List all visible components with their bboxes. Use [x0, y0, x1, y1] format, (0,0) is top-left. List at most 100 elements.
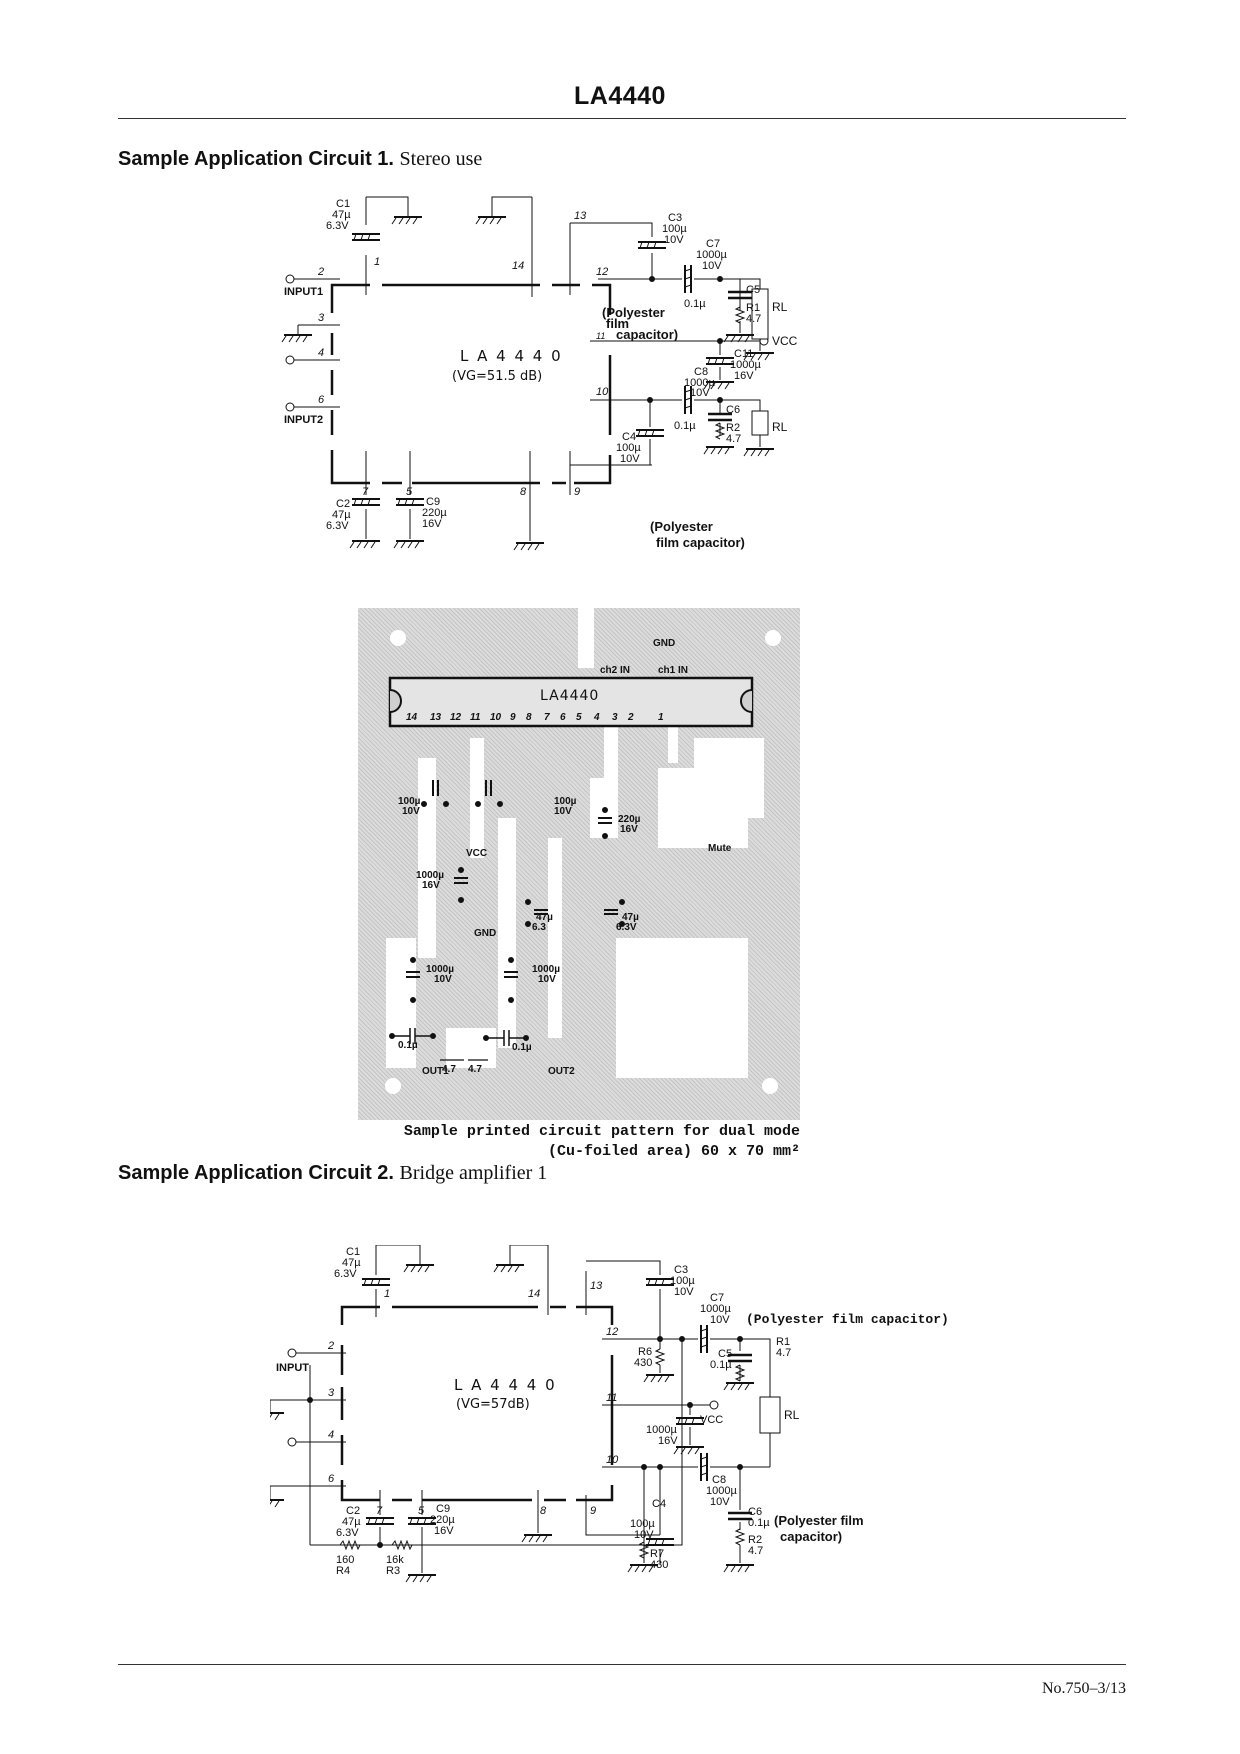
- svg-text:0.1µ: 0.1µ: [748, 1517, 770, 1529]
- svg-text:100µ: 100µ: [398, 796, 421, 807]
- c8-label: C8 1000µ 10V: [684, 366, 715, 399]
- svg-text:11: 11: [606, 1392, 617, 1404]
- vcc-label: VCC: [700, 1414, 723, 1426]
- section2-heading-bold: Sample Application Circuit 2.: [118, 1162, 394, 1184]
- svg-text:9: 9: [510, 712, 516, 723]
- svg-text:0.1µ: 0.1µ: [684, 298, 706, 310]
- svg-text:4.7: 4.7: [726, 433, 741, 445]
- pin-label: 6: [318, 394, 325, 406]
- pin-label: 9: [574, 486, 580, 498]
- footer-rule: [118, 1664, 1126, 1665]
- svg-text:3: 3: [612, 712, 618, 723]
- section1-heading-sub: Stereo use: [399, 148, 483, 170]
- svg-text:capacitor): capacitor): [780, 1529, 842, 1544]
- c3-label: C3 100µ 10V: [670, 1264, 695, 1298]
- svg-text:0.1µ: 0.1µ: [398, 1040, 418, 1051]
- pcb-out2: OUT2: [548, 1066, 575, 1077]
- section2-heading-sub: Bridge amplifier 1: [399, 1162, 548, 1184]
- svg-text:1: 1: [658, 712, 664, 723]
- pin-label: 12: [596, 266, 608, 278]
- svg-text:0.1µ: 0.1µ: [512, 1042, 532, 1053]
- svg-text:2: 2: [627, 712, 634, 723]
- pcb-out1: OUT1: [422, 1066, 449, 1077]
- svg-text:16V: 16V: [434, 1525, 454, 1537]
- r4-label: 160 R4: [336, 1554, 354, 1577]
- svg-text:0.1µ: 0.1µ: [710, 1359, 732, 1371]
- r2-label: R2 4.7: [748, 1534, 763, 1557]
- svg-text:6.3V: 6.3V: [336, 1527, 359, 1539]
- svg-text:220µ: 220µ: [422, 507, 447, 519]
- svg-text:1: 1: [384, 1288, 390, 1300]
- svg-text:C1: C1: [346, 1246, 360, 1258]
- c2-label: C2 47µ 6.3V: [326, 498, 351, 532]
- svg-text:R1: R1: [746, 302, 760, 314]
- svg-text:11: 11: [470, 712, 481, 723]
- svg-text:C8: C8: [694, 366, 708, 378]
- pin-label: 10: [596, 386, 609, 398]
- svg-text:12: 12: [606, 1326, 618, 1338]
- svg-text:10: 10: [490, 712, 502, 723]
- polyester-note-2: (Polyester film capacitor): [650, 519, 745, 550]
- svg-text:100µ: 100µ: [616, 442, 641, 454]
- svg-text:10V: 10V: [674, 1286, 694, 1298]
- svg-text:100µ: 100µ: [630, 1518, 655, 1530]
- r6-label: R6 430: [634, 1346, 652, 1369]
- rl1-label: RL: [772, 300, 788, 314]
- rl2-label: RL: [772, 420, 788, 434]
- svg-text:R3: R3: [386, 1565, 400, 1577]
- pcb-caption-line2: (Cu-foiled area) 60 x 70 mm²: [547, 1143, 800, 1160]
- svg-text:6.3V: 6.3V: [326, 220, 349, 232]
- svg-text:7: 7: [376, 1505, 383, 1517]
- svg-text:16V: 16V: [620, 824, 638, 835]
- svg-text:10V: 10V: [634, 1529, 654, 1541]
- svg-text:16V: 16V: [422, 518, 442, 530]
- c6-label: C6 0.1µ: [674, 404, 740, 432]
- svg-text:6.3: 6.3: [532, 922, 546, 933]
- svg-text:47µ: 47µ: [332, 509, 351, 521]
- svg-text:(Polyester film: (Polyester film: [774, 1513, 864, 1528]
- input2-label: INPUT2: [284, 414, 323, 426]
- pcb-chip-label: LA4440: [540, 688, 599, 704]
- svg-text:16V: 16V: [734, 370, 754, 382]
- pin-label: 3: [318, 312, 325, 324]
- svg-text:16V: 16V: [422, 880, 440, 891]
- pin-label: 1: [374, 256, 380, 268]
- polyester-note-2: (Polyester film capacitor): [774, 1513, 864, 1544]
- svg-text:10: 10: [606, 1454, 619, 1466]
- svg-text:6.3V: 6.3V: [616, 922, 637, 933]
- svg-text:10V: 10V: [538, 974, 556, 985]
- input-label: INPUT: [276, 1362, 309, 1374]
- svg-text:10V: 10V: [554, 806, 572, 817]
- svg-text:12: 12: [450, 712, 462, 723]
- ic-name: L A 4 4 4 0: [454, 1376, 557, 1394]
- svg-text:10V: 10V: [710, 1496, 730, 1508]
- svg-text:4.7: 4.7: [748, 1545, 763, 1557]
- c1-label: C1 47µ 6.3V: [334, 1246, 361, 1280]
- pin-label: 2: [317, 266, 324, 278]
- svg-text:C5: C5: [746, 284, 760, 296]
- c3-label: C3 100µ 10V: [662, 212, 687, 246]
- svg-text:10V: 10V: [664, 234, 684, 246]
- svg-text:430: 430: [634, 1357, 652, 1369]
- svg-text:1000µ: 1000µ: [646, 1424, 677, 1436]
- c4-label: C4 100µ 10V: [630, 1498, 666, 1541]
- svg-text:R1: R1: [776, 1336, 790, 1348]
- svg-text:47µ: 47µ: [342, 1257, 361, 1269]
- pcb-gnd-mid: GND: [474, 928, 496, 939]
- page-number: No.750–3/13: [1042, 1680, 1126, 1697]
- svg-text:47µ: 47µ: [342, 1516, 361, 1528]
- svg-text:100µ: 100µ: [670, 1275, 695, 1287]
- svg-text:(Polyester: (Polyester: [602, 305, 665, 320]
- c2-label: C2 47µ 6.3V: [336, 1505, 361, 1539]
- svg-text:14: 14: [406, 712, 418, 723]
- svg-text:47µ: 47µ: [622, 912, 639, 923]
- rl-label: RL: [784, 1408, 800, 1422]
- svg-text:5: 5: [418, 1505, 425, 1517]
- c7-label: C7 1000µ 10V: [700, 1292, 731, 1326]
- svg-text:C9: C9: [426, 496, 440, 508]
- svg-text:4: 4: [328, 1429, 334, 1441]
- pin-label: 5: [406, 486, 413, 498]
- svg-text:8: 8: [540, 1505, 547, 1517]
- svg-text:capacitor): capacitor): [616, 327, 678, 342]
- svg-text:1000µ: 1000µ: [730, 359, 761, 371]
